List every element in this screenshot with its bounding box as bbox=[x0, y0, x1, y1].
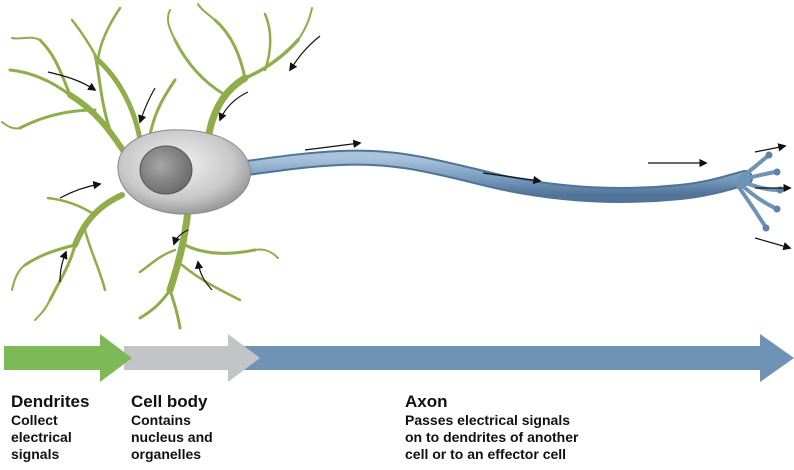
axon-terminals bbox=[738, 156, 778, 226]
dendrites-label: Dendrites Collect electrical signals bbox=[11, 392, 89, 463]
axon-title: Axon bbox=[405, 392, 578, 412]
axon-label: Axon Passes electrical signals on to den… bbox=[405, 392, 578, 463]
axon-section-arrow bbox=[240, 334, 794, 382]
section-arrows bbox=[4, 334, 794, 382]
axon-description: Passes electrical signals on to dendrite… bbox=[405, 412, 578, 463]
nucleus bbox=[140, 146, 192, 194]
cell-body-title: Cell body bbox=[131, 392, 213, 412]
cell-body-label: Cell body Contains nucleus and organelle… bbox=[131, 392, 213, 463]
dendrites-section-arrow bbox=[4, 334, 132, 382]
dendrites-description: Collect electrical signals bbox=[11, 412, 89, 463]
cell-body-description: Contains nucleus and organelles bbox=[131, 412, 213, 463]
cell-body-section-arrow bbox=[124, 334, 260, 382]
cell-body bbox=[118, 130, 251, 214]
dendrites-title: Dendrites bbox=[11, 392, 89, 412]
